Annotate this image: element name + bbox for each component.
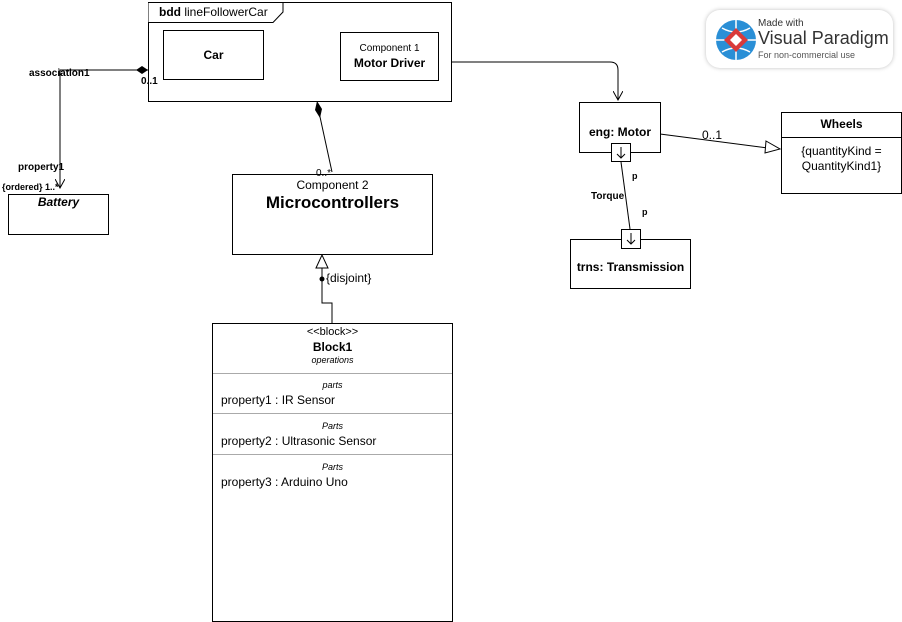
generalization-triangle (764, 140, 782, 154)
frame-keyword: bdd (159, 5, 181, 19)
block1-generalization-line (321, 268, 333, 323)
car-label: Car (203, 48, 224, 62)
motor-driver-block[interactable]: Component 1 Motor Driver (340, 32, 439, 81)
part-ultrasonic-sensor: property2 : Ultrasonic Sensor (221, 434, 377, 448)
microcontrollers-multiplicity: 0..* (316, 168, 332, 179)
battery-name: Battery (37, 195, 80, 209)
association-multiplicity: 0..1 (141, 76, 158, 87)
port-arrow-down-icon (626, 233, 636, 245)
compartment-divider (213, 373, 452, 374)
wheels-block[interactable]: Wheels {quantityKind = QuantityKind1} (781, 112, 902, 194)
port-arrow-down-icon (616, 147, 626, 159)
wheels-multiplicity: 0..1 (702, 128, 723, 142)
association-name: association1 (29, 68, 90, 79)
wheels-name: Wheels (820, 117, 863, 131)
car-block[interactable]: Car (163, 30, 264, 80)
wheels-constraint-line2: QuantityKind1} (801, 159, 882, 173)
association-diamond (136, 66, 148, 74)
watermark-line1: Made with (758, 18, 804, 29)
compartment-divider (213, 454, 452, 455)
battery-block[interactable]: Battery (8, 194, 109, 235)
visual-paradigm-watermark: Made with Visual Paradigm For non-commer… (706, 10, 893, 68)
block1-stereotype: <<block>> (306, 326, 359, 338)
frame-tab (148, 2, 284, 23)
frame-label: bdd lineFollowerCar (159, 5, 268, 19)
association1-line (60, 69, 148, 188)
watermark-line3: For non-commercial use (758, 50, 856, 60)
parts-header: Parts (321, 462, 343, 472)
disjoint-dot (319, 276, 325, 282)
torque-label: Torque (591, 191, 625, 202)
part-ir-sensor: property1 : IR Sensor (221, 393, 336, 407)
wheels-constraint-line1: {quantityKind = (801, 144, 882, 158)
compartment-divider (213, 413, 452, 414)
watermark-line2: Visual Paradigm (758, 28, 889, 48)
generalization-triangle (315, 253, 329, 269)
frame-motor-line (452, 61, 618, 100)
block1-name: Block1 (312, 340, 353, 354)
property-end-name: property1 (18, 162, 65, 173)
microcontrollers-block[interactable]: Component 2 Microcontrollers (232, 174, 433, 255)
disjoint-constraint: {disjoint} (326, 271, 372, 285)
transmission-name: trns: Transmission (576, 260, 685, 274)
torque-connector (620, 161, 631, 230)
motor-port[interactable] (611, 143, 631, 162)
motor-port-label: p (632, 171, 638, 181)
transmission-port-label: p (642, 207, 648, 217)
composition-diamond (315, 101, 322, 118)
part-arduino-uno: property3 : Arduino Uno (221, 475, 348, 489)
microcontrollers-name: Microcontrollers (265, 193, 400, 212)
globe-logo-icon (716, 20, 756, 60)
motor-driver-stereotype: Component 1 (359, 43, 420, 54)
motor-name: eng: Motor (589, 125, 651, 139)
property-end-multiplicity: {ordered} 1..* (2, 182, 59, 192)
parts-header: Parts (321, 421, 343, 431)
frame-name: lineFollowerCar (184, 5, 268, 19)
microcontrollers-stereotype: Component 2 (296, 178, 369, 192)
motor-driver-name: Motor Driver (353, 56, 426, 70)
compartment-divider (782, 137, 901, 138)
block1-operations-label: operations (311, 355, 354, 365)
motor-wheels-line (659, 133, 769, 149)
parts-header: parts (322, 380, 343, 390)
transmission-port[interactable] (621, 229, 641, 249)
block1[interactable]: <<block>> Block1 operations parts proper… (212, 323, 453, 622)
